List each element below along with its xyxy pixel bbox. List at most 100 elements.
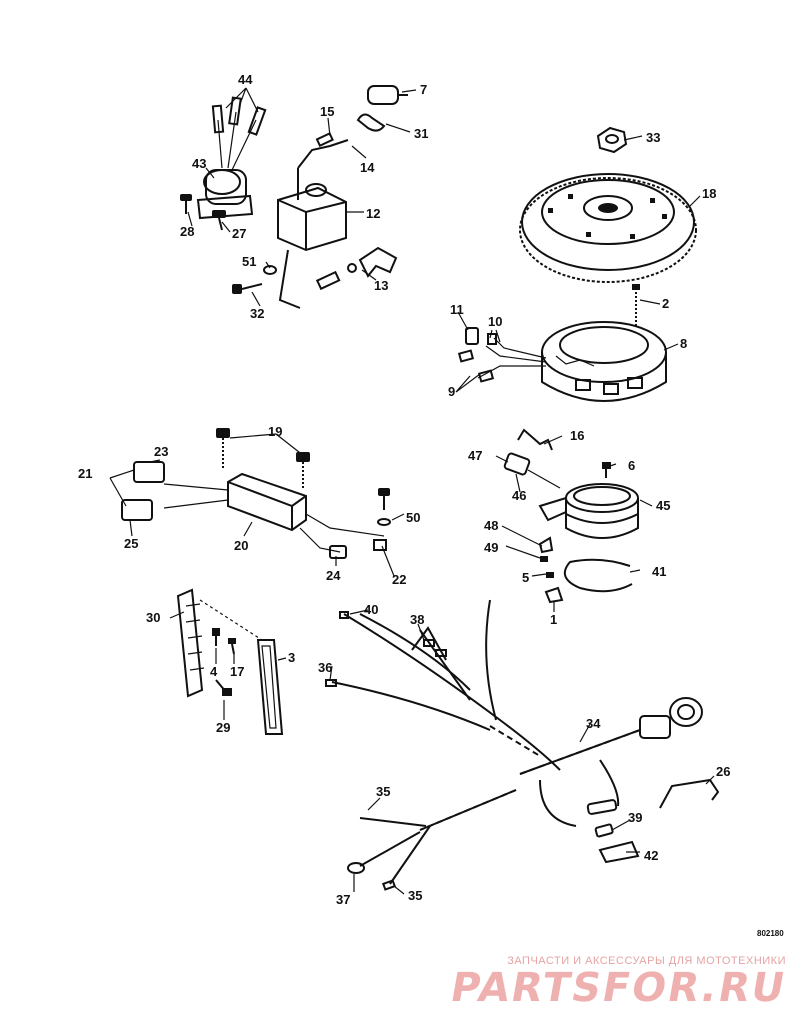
ignition-coil-part-12 [277,132,349,309]
watermark-brand: PARTSFOR.RU [446,965,791,1011]
callout-3: 3 [288,650,295,665]
watermark-caption: ЗАПЧАСТИ И АКСЕССУАРЫ ДЛЯ МОТОТЕХНИКИ [507,955,786,967]
connector-part-25 [121,499,153,521]
callout-2: 2 [662,296,669,311]
rectifier-part-43 [196,96,267,220]
callout-6: 6 [628,458,635,473]
terminal-part-40 [339,611,349,619]
connector-part-38 [411,626,447,661]
bolts-part-19 [216,428,310,488]
sleeve-part [315,270,341,291]
callout-10: 10 [488,314,502,329]
callout-49: 49 [484,540,498,555]
callout-38: 38 [410,612,424,627]
callout-37: 37 [336,892,350,907]
flywheel-part-18 [519,173,697,283]
leader-lines [109,87,715,895]
washer-part-51 [263,265,277,275]
callout-20: 20 [234,538,248,553]
wiring-harness-part-34 [331,599,641,885]
power-pack-part-20 [163,472,385,553]
cover-part-3 [256,639,284,735]
callout-11: 11 [450,302,464,317]
callout-26: 26 [716,764,730,779]
screw-part-32 [232,283,263,294]
callout-14: 14 [360,160,375,175]
connector-part-39 [586,799,618,838]
bracket-part-48 [538,536,554,554]
callout-13: 13 [374,278,388,293]
terminal-part-36 [325,679,337,687]
terminal-block-part-30 [176,588,263,698]
callout-40: 40 [364,602,378,617]
nut-part-33 [596,126,628,154]
terminal-part-37 [347,862,365,874]
callout-50: 50 [406,510,420,525]
ring-part-41 [563,558,633,593]
callout-8: 8 [680,336,687,351]
clip-part-16 [517,428,553,451]
callout-17: 17 [230,664,244,679]
screw-part-5 [546,572,554,578]
terminal-part-35-lower [381,879,397,891]
stator-part-8 [541,321,667,402]
callout-7: 7 [420,82,427,97]
screw-part-29 [215,679,232,696]
clip-part-42 [598,840,640,864]
callout-51: 51 [242,254,256,269]
callout-41: 41 [652,564,666,579]
callout-43: 43 [192,156,206,171]
screw-part-50 [377,488,391,526]
screw-part-49 [540,556,548,562]
callout-31: 31 [414,126,428,141]
connector-part-7 [367,85,408,105]
callout-29: 29 [216,720,230,735]
screw-part-28 [180,194,192,214]
clip-part-31 [356,113,386,132]
screw-part-4 [212,628,220,646]
plug-main-harness [639,697,703,739]
callout-36: 36 [318,660,332,675]
leads-part-9-10 [457,327,547,383]
bracket-part-26 [659,778,720,809]
callout-47: 47 [468,448,482,463]
callout-22: 22 [392,572,406,587]
callout-24: 24 [326,568,341,583]
callout-33: 33 [646,130,660,145]
callout-28: 28 [180,224,194,239]
callout-1: 1 [550,612,557,627]
callout-21: 21 [78,466,92,481]
connector-part-46-47 [503,452,561,489]
callout-45: 45 [656,498,670,513]
terminal-part-22 [373,539,387,551]
callout-23: 23 [154,444,168,459]
connector-part-24 [329,545,347,559]
callout-15: 15 [320,104,334,119]
callout-46: 46 [512,488,526,503]
callout-44: 44 [238,72,253,87]
retainer-part-1 [544,586,564,604]
callout-25: 25 [124,536,138,551]
drawing-reference-code: 802180 [757,929,784,938]
sensor-part-45 [538,483,639,539]
screw-part-2 [632,284,640,326]
callout-30: 30 [146,610,160,625]
callout-9: 9 [448,384,455,399]
screw-part-6 [602,462,611,478]
watermark: ЗАПЧАСТИ И АКСЕССУАРЫ ДЛЯ МОТОТЕХНИКИ PA… [447,955,790,1011]
callout-19: 19 [268,424,282,439]
callout-12: 12 [366,206,380,221]
callout-labels: 44 43 28 27 15 7 31 14 12 51 13 32 33 18… [78,72,730,907]
callout-32: 32 [250,306,264,321]
connector-part-23 [133,461,165,483]
callout-34: 34 [586,716,601,731]
screw-part-27 [212,210,226,231]
callout-39: 39 [628,810,642,825]
callout-4: 4 [210,664,218,679]
callout-27: 27 [232,226,246,241]
callout-35-upper: 35 [376,784,390,799]
callout-16: 16 [570,428,584,443]
callout-18: 18 [702,186,716,201]
callout-5: 5 [522,570,529,585]
